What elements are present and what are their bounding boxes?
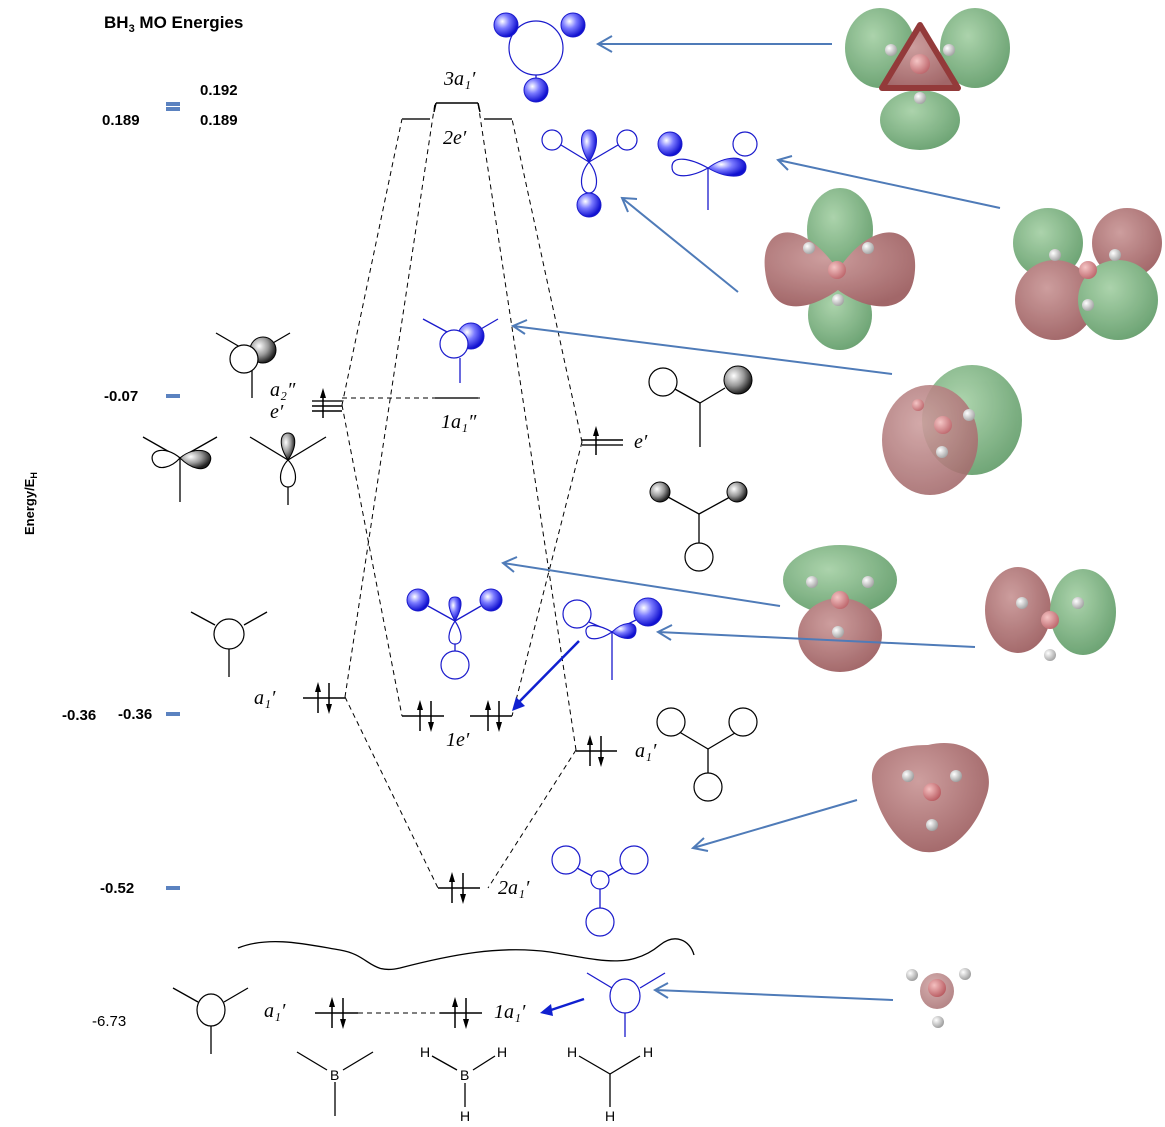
mo-2ep-sketch-b [657, 131, 758, 210]
atom-h: H [605, 1108, 615, 1124]
mo-1a1p-sketch [586, 972, 666, 1037]
label-2a1p: 2a₁′ [498, 877, 530, 899]
fragment-boron: B [296, 1051, 374, 1116]
label-h3-a1-prime: a₁′ [635, 740, 657, 762]
electron-up-icon [593, 426, 599, 455]
mo-2a1p-sketch [551, 845, 649, 937]
render-2ep-a [764, 188, 916, 350]
label-1ep: 1e′ [446, 729, 470, 751]
label-1a1pp: 1a₁″ [441, 411, 477, 433]
electron-pair-icon [329, 997, 346, 1029]
pointer-arrows [501, 35, 1001, 1001]
energy-value-2a1p: -0.52 [100, 880, 134, 897]
mo-3a1p-sketch [493, 12, 586, 103]
arrow-left-icon [690, 799, 858, 852]
atom-h: H [420, 1044, 430, 1060]
electron-pair-icon [452, 997, 469, 1029]
label-h3-e-prime: e′ [634, 431, 648, 453]
label-b-a1-prime: a₁′ [254, 687, 276, 709]
h3-e-prime-orbital-b [649, 481, 748, 572]
label-b-e-prime: e′ [270, 401, 284, 423]
dash-line [511, 441, 583, 717]
arrow-left-icon [595, 35, 832, 53]
energy-table: 0.192 0.189 0.189 -0.07 -0.36 -0.36 -0.5… [62, 82, 238, 1030]
mo-1ep-sketch-b [562, 597, 663, 680]
atom-h: H [643, 1044, 653, 1060]
arrow-left-icon [620, 196, 739, 293]
atom-h: H [460, 1108, 470, 1124]
label-1a1p: 1a₁′ [494, 1001, 526, 1023]
render-2ep-b [1013, 208, 1162, 340]
arrow-left-icon [547, 997, 585, 1013]
correlation-lines [341, 102, 583, 1014]
axis-break-wave [237, 938, 695, 970]
dash-line [487, 749, 577, 889]
diagram-title: BH3 MO Energies [104, 13, 243, 35]
boron-levels: a₂″ e′ a₁′ a₁′ [254, 379, 358, 1029]
render-2a1p [871, 743, 989, 853]
energy-value-2ep-left: 0.189 [102, 112, 140, 129]
boron-px-orbital [142, 436, 218, 502]
mo-1a1pp-sketch [422, 318, 499, 383]
atom-b: B [330, 1067, 339, 1083]
arrow-left-icon [776, 155, 1001, 209]
fragment-h3: H H H [567, 1044, 653, 1124]
energy-value-2ep-right: 0.189 [200, 112, 238, 129]
atom-h: H [567, 1044, 577, 1060]
mo-1ep-sketch-a [406, 588, 503, 680]
energy-value-1a1p: -6.73 [92, 1013, 126, 1030]
bh3-levels: 3a₁′ 2e′ 1a₁″ 1e′ 2a₁′ 1a₁′ [402, 68, 530, 1029]
boron-py-orbital [249, 432, 327, 505]
atom-h: H [497, 1044, 507, 1060]
electron-pair-icon [417, 700, 434, 732]
dash-line [341, 118, 403, 406]
energy-value-3a1p: 0.192 [200, 82, 238, 99]
h3-e-prime-orbital-a [648, 365, 753, 447]
energy-value-e-prime: -0.07 [104, 388, 138, 405]
electron-up-icon [320, 388, 326, 418]
atom-b: B [460, 1067, 469, 1083]
render-1a1pp [882, 365, 1022, 495]
render-1a1p [906, 968, 971, 1028]
label-b-core: a₁′ [264, 1000, 286, 1022]
label-2ep: 2e′ [443, 127, 467, 149]
arrow-left-icon [652, 982, 894, 1001]
dash-line [477, 102, 577, 751]
boron-pz-orbital [215, 332, 291, 398]
arrow-left-icon [510, 319, 893, 375]
arrow-left-icon [655, 624, 976, 648]
render-1ep-b [985, 567, 1116, 661]
y-axis-label: Energy/EH [22, 472, 39, 535]
dash-line [341, 404, 403, 717]
dash-line [344, 102, 436, 698]
render-1ep-a [783, 545, 897, 672]
electron-pair-icon [485, 700, 502, 732]
render-3a1p [845, 8, 1010, 150]
energy-value-1ep-right: -0.36 [118, 706, 152, 723]
h3-a1-prime-orbital [656, 707, 758, 802]
boron-2s-orbital [190, 611, 268, 677]
mo-2ep-sketch-a [541, 129, 638, 218]
electron-pair-icon [315, 682, 332, 714]
electron-pair-icon [449, 872, 466, 904]
fragment-bh3: H H B H [420, 1044, 507, 1124]
arrow-down-left-icon [517, 640, 580, 704]
label-3a1p: 3a₁′ [443, 68, 476, 90]
label-b-a2pp: a₂″ [270, 379, 296, 401]
arrow-left-icon [501, 556, 781, 607]
energy-value-1ep-left: -0.36 [62, 707, 96, 724]
electron-pair-icon [587, 735, 604, 767]
h3-levels: e′ a₁′ [576, 426, 657, 767]
boron-1s-orbital [172, 987, 249, 1054]
dash-line [344, 696, 439, 889]
pointer-arrows-dark [512, 640, 585, 1016]
dash-line [511, 118, 583, 443]
